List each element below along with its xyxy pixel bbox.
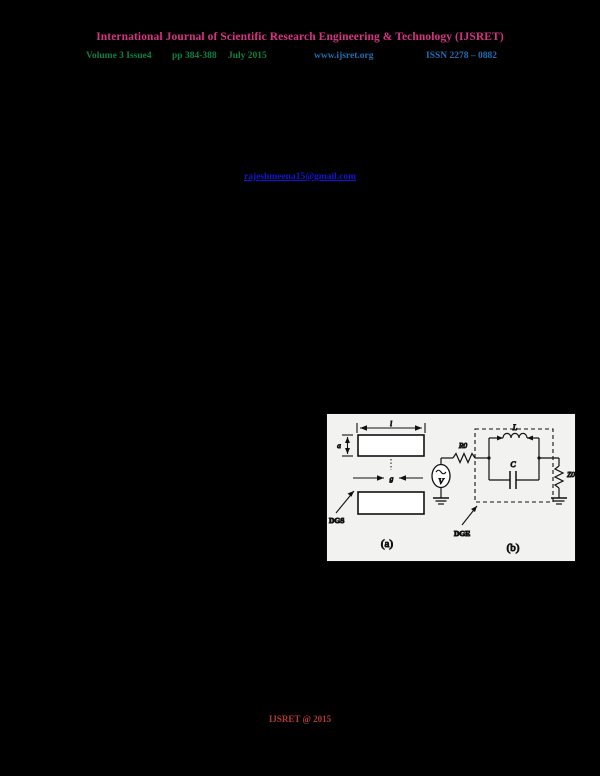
journal-volume-issue: Volume 3 Issue4 — [86, 51, 152, 61]
dge-pointer-arrow — [461, 505, 478, 526]
voltage-source: V — [431, 463, 451, 489]
journal-issn: ISSN 2278 – 0882 — [426, 51, 497, 61]
label-dge: DGE — [454, 529, 470, 538]
width-dimension-arrow — [342, 434, 353, 457]
panel-a-group: l a — [329, 419, 426, 551]
journal-website-link[interactable]: www.ijsret.org — [314, 51, 374, 61]
caption-panel-b: (b) — [507, 542, 520, 554]
label-r0: R0 — [458, 441, 468, 450]
label-z0: Z0 — [567, 470, 575, 479]
dge-dashed-boundary — [474, 428, 554, 503]
ground-symbol-left — [433, 497, 449, 505]
label-width-a: a — [337, 441, 341, 450]
label-gap-g: g — [390, 474, 394, 483]
caption-panel-a: (a) — [381, 538, 394, 550]
length-dimension-arrow — [356, 423, 426, 433]
author-email-link[interactable]: rajeshmeena15@gmail.com — [244, 172, 356, 182]
figure-svg: l a — [329, 419, 576, 555]
page-footer: IJSRET @ 2015 — [268, 714, 332, 724]
panel-b-group: V R0 — [431, 423, 575, 555]
gap-dimension-arrow — [353, 475, 423, 481]
label-capacitor-c: C — [510, 460, 516, 469]
dgs-upper-patch — [357, 434, 425, 457]
inductor-arrow-left — [497, 435, 503, 441]
dgs-lower-patch — [357, 491, 425, 515]
journal-page-range: pp 384-388 — [172, 51, 217, 61]
label-length-l: l — [390, 419, 392, 428]
journal-title: International Journal of Scientific Rese… — [96, 31, 504, 43]
inductor-arrow-right — [527, 435, 533, 441]
resistor-r0 — [452, 452, 476, 464]
dgs-pointer-arrow — [335, 490, 355, 514]
figure-dgs-and-equivalent-circuit: l a — [326, 413, 576, 562]
ground-symbol-right — [551, 497, 567, 505]
label-source-v: V — [438, 476, 445, 486]
journal-metadata-line: Volume 3 Issue4 pp 384-388 July 2015 www… — [0, 51, 600, 65]
journal-date: July 2015 — [228, 51, 267, 61]
resistor-z0 — [553, 465, 565, 489]
inductor-l — [502, 432, 528, 439]
label-dgs: DGS — [329, 516, 344, 525]
label-inductor-l: L — [512, 423, 518, 432]
